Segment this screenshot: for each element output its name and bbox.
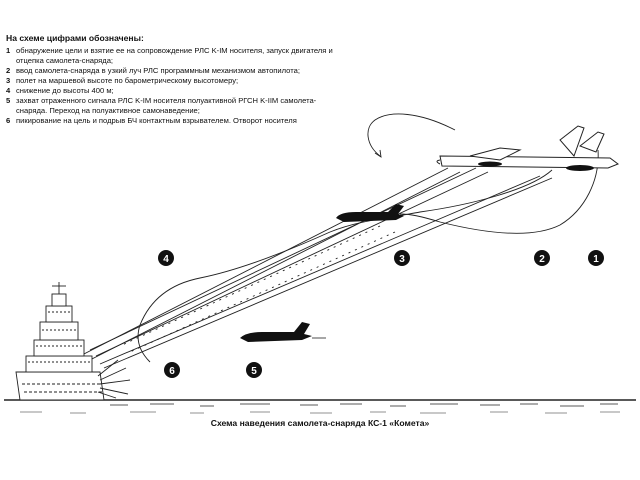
legend-item-text: ввод самолета-снаряда в узкий луч РЛС пр… bbox=[16, 65, 300, 75]
carrier-aircraft bbox=[436, 125, 620, 171]
legend-item: 6 пикирование на цель и подрыв БЧ контак… bbox=[6, 116, 336, 126]
marker-4: 4 bbox=[158, 250, 174, 266]
sea-surface bbox=[4, 399, 636, 414]
marker-1: 1 bbox=[588, 250, 604, 266]
legend-item-text: захват отраженного сигнала РЛС K-IM носи… bbox=[16, 95, 317, 115]
marker-1-label: 1 bbox=[593, 254, 599, 265]
diagram-caption: Схема наведения самолета-снаряда КС-1 «К… bbox=[210, 418, 430, 428]
legend-item-text: пикирование на цель и подрыв БЧ контактн… bbox=[16, 115, 297, 125]
impact-explosion bbox=[97, 359, 131, 399]
legend-item-number: 4 bbox=[6, 85, 11, 95]
marker-5-label: 5 bbox=[251, 366, 257, 377]
legend-item: 4 снижение до высоты 400 м; bbox=[6, 86, 336, 96]
legend-item-number: 3 bbox=[6, 75, 11, 85]
missile-flight-path bbox=[137, 169, 553, 363]
legend-item: 2 ввод самолета-снаряда в узкий луч РЛС … bbox=[6, 66, 336, 76]
legend-item: 5 захват отраженного сигнала РЛС K-IM но… bbox=[6, 96, 336, 115]
legend-item-text: обнаружение цели и взятие ее на сопровож… bbox=[16, 46, 333, 65]
legend-item-text: снижение до высоты 400 м; bbox=[16, 85, 114, 95]
marker-3-label: 3 bbox=[399, 254, 405, 265]
carrier-return-path bbox=[367, 113, 456, 157]
legend-item: 3 полет на маршевой высоте по барометрич… bbox=[6, 76, 336, 86]
marker-2-label: 2 bbox=[539, 254, 545, 265]
carrier-turn-path bbox=[399, 149, 599, 234]
marker-2: 2 bbox=[534, 250, 550, 266]
legend-item-number: 2 bbox=[6, 65, 11, 75]
legend-item-number: 5 bbox=[6, 95, 11, 105]
marker-6-label: 6 bbox=[169, 366, 175, 377]
radar-beam-lanes bbox=[79, 167, 553, 369]
legend-item: 1 обнаружение цели и взятие ее на сопров… bbox=[6, 46, 336, 65]
legend-item-text: полет на маршевой высоте по барометричес… bbox=[16, 75, 239, 85]
legend-list: 1 обнаружение цели и взятие ее на сопров… bbox=[6, 46, 336, 126]
marker-3: 3 bbox=[394, 250, 410, 266]
marker-4-label: 4 bbox=[163, 254, 169, 265]
legend-item-number: 6 bbox=[6, 115, 11, 125]
target-ship bbox=[15, 282, 105, 401]
marker-6: 6 bbox=[164, 362, 180, 378]
legend-title: На схеме цифрами обозначены: bbox=[6, 33, 144, 43]
missile-midcourse bbox=[336, 204, 404, 222]
legend-item-number: 1 bbox=[6, 46, 11, 55]
missile-terminal bbox=[240, 322, 326, 342]
marker-5: 5 bbox=[246, 362, 262, 378]
